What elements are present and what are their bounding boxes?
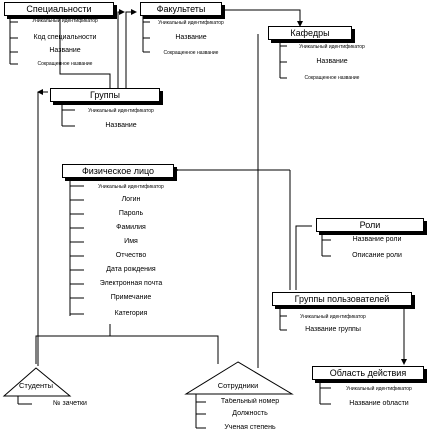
- entity-roles: Роли: [316, 218, 424, 232]
- employees-attr-degree: Ученая степень: [224, 424, 276, 431]
- faculties-attr-name: Название: [175, 34, 207, 41]
- faculties-attr-short: Сокращенное название: [163, 50, 219, 56]
- person-attr-password: Пароль: [118, 210, 144, 217]
- person-attr-login: Логин: [121, 196, 141, 203]
- entity-person: Физическое лицо: [62, 164, 174, 178]
- person-attr-id: Уникальный идентификатор: [98, 184, 164, 190]
- roles-attr-desc: Описание роли: [352, 252, 402, 259]
- person-attr-note: Примечание: [110, 294, 152, 301]
- person-attr-category: Категория: [114, 310, 148, 317]
- specialties-attr-short: Сокращенное название: [37, 61, 93, 67]
- groups-attr-id: Уникальный идентификатор: [88, 108, 154, 114]
- entity-specialties: Специальности: [4, 2, 114, 16]
- entity-scope: Область действия: [312, 366, 424, 380]
- departments-attr-short: Сокращенное название: [304, 75, 360, 81]
- entity-user-groups: Группы пользователей: [272, 292, 412, 306]
- entity-departments: Кафедры: [268, 26, 352, 40]
- roles-attr-name: Название роли: [352, 236, 402, 243]
- groups-attr-name: Название: [105, 122, 137, 129]
- entity-faculties: Факультеты: [140, 2, 222, 16]
- specialties-attr-code: Код специальности: [33, 34, 97, 41]
- person-attr-surname: Фамилия: [116, 224, 146, 231]
- person-attr-birthdate: Дата рождения: [106, 266, 156, 273]
- scope-attr-name: Название области: [349, 400, 409, 407]
- faculties-attr-id: Уникальный идентификатор: [158, 20, 224, 26]
- entity-students: Студенты: [19, 381, 53, 390]
- entity-employees: Сотрудники: [217, 381, 259, 390]
- entity-groups: Группы: [50, 88, 160, 102]
- specialties-attr-name: Название: [49, 47, 81, 54]
- departments-attr-name: Название: [316, 58, 348, 65]
- person-attr-name: Имя: [124, 238, 138, 245]
- students-triangle: [2, 367, 72, 397]
- employees-attr-number: Табельный номер: [220, 398, 280, 405]
- person-attr-email: Электронная почта: [99, 280, 163, 287]
- person-attr-patronymic: Отчество: [115, 252, 147, 259]
- employees-triangle: [184, 361, 294, 395]
- departments-attr-id: Уникальный идентификатор: [299, 44, 365, 50]
- user-groups-attr-name: Название группы: [305, 326, 361, 333]
- employees-attr-position: Должность: [232, 410, 268, 417]
- students-attr-record-book: № зачетки: [53, 400, 87, 407]
- scope-attr-id: Уникальный идентификатор: [346, 386, 412, 392]
- user-groups-attr-id: Уникальный идентификатор: [300, 314, 366, 320]
- specialties-attr-id: Уникальный идентификатор: [32, 18, 98, 24]
